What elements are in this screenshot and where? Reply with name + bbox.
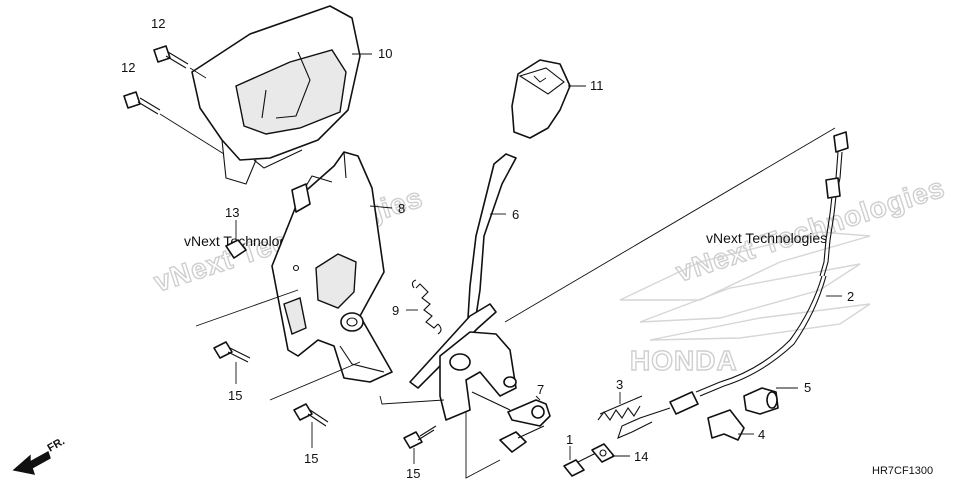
nut-13 (225, 239, 247, 259)
reference-line (504, 127, 836, 323)
callout-15-middle: 15 (304, 451, 318, 466)
callout-2: 2 (847, 289, 854, 304)
front-arrow-icon (12, 450, 51, 475)
diagram-code: HR7CF1300 (872, 465, 933, 477)
callout-3: 3 (616, 377, 623, 392)
bolt-15-right (403, 425, 437, 449)
callout-14: 14 (634, 449, 648, 464)
ball-joint-7 (471, 391, 551, 427)
nut-7-lower (499, 425, 545, 453)
callout-12-lower: 12 (121, 60, 135, 75)
leader-assembly-c (379, 395, 445, 405)
callout-1: 1 (566, 432, 573, 447)
clip-4 (707, 409, 745, 441)
callout-15-left: 15 (228, 388, 242, 403)
bolt-15-middle (293, 403, 329, 427)
leader-assembly-b (269, 361, 361, 401)
shift-cover (191, 5, 361, 185)
leader-8 (369, 205, 393, 209)
front-label: FR. (46, 435, 67, 454)
honda-logo-watermark: HONDA (619, 231, 871, 377)
shift-bracket-plate (271, 151, 393, 383)
watermark-right: vNext Technologies (706, 230, 827, 246)
watermark-left: vNext Technologies (184, 233, 305, 249)
leader-12-upper (189, 67, 207, 79)
callout-15-right: 15 (406, 466, 420, 481)
callout-6: 6 (512, 207, 519, 222)
leader-assembly-d (465, 412, 501, 479)
grommet-5 (743, 387, 779, 415)
pin-1 (563, 451, 599, 477)
spring-9 (411, 279, 442, 335)
callout-10: 10 (378, 46, 392, 61)
callout-13: 13 (225, 205, 239, 220)
bolt-15-left (213, 341, 251, 363)
shift-lever (409, 153, 517, 421)
callout-9: 9 (392, 303, 399, 318)
callout-5: 5 (804, 380, 811, 395)
bolt-12-upper (153, 45, 189, 69)
honda-logo-text: HONDA (630, 345, 738, 376)
callout-12-upper: 12 (151, 16, 165, 31)
shift-knob (511, 59, 571, 139)
callout-7: 7 (537, 382, 544, 397)
collar-14 (591, 443, 615, 463)
spring-3 (597, 395, 643, 421)
bolt-12-lower (123, 91, 161, 115)
callout-4: 4 (758, 427, 765, 442)
callout-11: 11 (590, 78, 604, 93)
callout-8: 8 (398, 201, 405, 216)
leader-7 (535, 395, 541, 401)
shift-cable (617, 131, 849, 439)
leader-12-lower (159, 113, 225, 155)
leader-assembly-a (195, 289, 299, 327)
